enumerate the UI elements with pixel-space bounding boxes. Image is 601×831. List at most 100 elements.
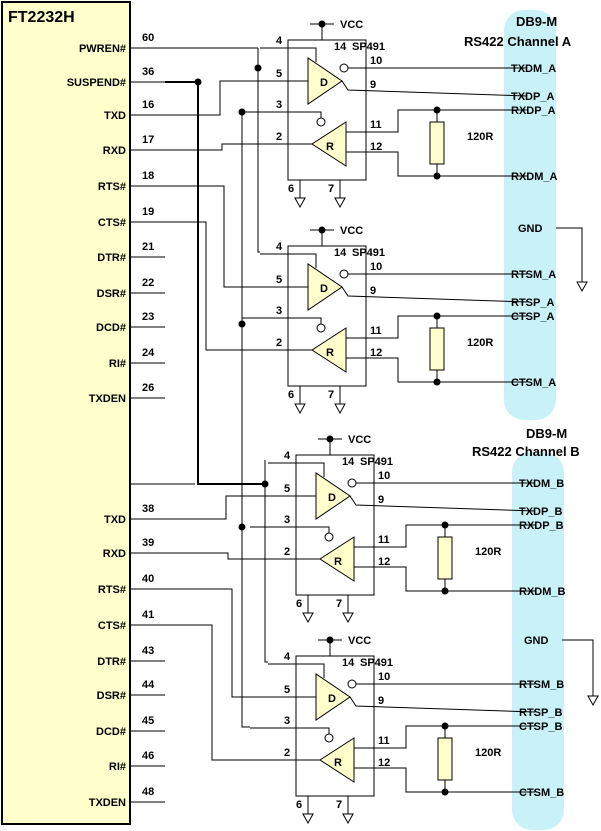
channel-b-gnd-wire [562, 639, 594, 696]
resistor-junction-dot [441, 587, 449, 595]
junction-dot [254, 64, 262, 72]
pin-number-di: 5 [276, 274, 282, 286]
y-output-wire [349, 495, 536, 512]
chip-pin-number: 22 [142, 277, 154, 289]
rts-a-wire [165, 185, 228, 288]
chip-pin-number: 24 [142, 347, 155, 359]
chip-pin-name: DCD# [96, 726, 126, 738]
connector-signal-label: CTSM_B [519, 787, 564, 799]
resistor-value: 120R [467, 337, 493, 349]
vcc-label: VCC [348, 434, 371, 446]
chip-pin-number: 43 [142, 645, 154, 657]
sp491-body [287, 39, 367, 181]
chip-pin-number: 44 [142, 679, 155, 691]
pin-number-gnd: 6 [296, 799, 302, 811]
rx-enable-bus-b [241, 324, 250, 728]
pin-number-vcc: 14 [334, 247, 347, 259]
resistor-junction-dot [441, 788, 449, 796]
termination-resistor [429, 327, 445, 371]
pin-number-b: 12 [370, 141, 382, 153]
gnd-symbol [334, 197, 346, 209]
chip-pin-name: DTR# [97, 656, 126, 668]
chip-pin-number: 38 [142, 503, 154, 515]
pin-number-gnd: 7 [328, 389, 334, 401]
vcc-label: VCC [340, 19, 363, 31]
connector-signal-label: RXDP_B [519, 520, 564, 532]
b-input-wire [354, 566, 535, 592]
driver-invert-bubble [347, 478, 357, 488]
resistor-value: 120R [475, 747, 501, 759]
ft2232h-chip [1, 1, 131, 825]
connector-signal-label: RXDM_B [519, 586, 566, 598]
connector-signal-label: RXDM_A [511, 171, 558, 183]
a-input-wire [346, 109, 527, 133]
pin-number-en-r: 3 [276, 305, 282, 317]
receiver-triangle [319, 737, 355, 783]
pin-number-z: 10 [378, 470, 390, 482]
chip-pin-number: 45 [142, 715, 154, 727]
driver-label: D [320, 283, 328, 295]
chip-pin-name: RTS# [98, 181, 126, 193]
driver-enable-wire [268, 663, 325, 678]
vcc-label: VCC [348, 635, 371, 647]
driver-label: D [320, 77, 328, 89]
chip-pin-number: 46 [142, 750, 154, 762]
receiver-enable-wire [242, 317, 322, 324]
chip-pin-name: CTS# [98, 620, 126, 632]
pin-number-en-d: 4 [284, 450, 291, 462]
gnd-symbol [342, 813, 354, 825]
gnd-symbol [302, 612, 314, 624]
b-input-wire [346, 357, 527, 383]
pin-number-gnd: 7 [336, 799, 342, 811]
cts-a-wire [165, 221, 228, 351]
pin-number-ro: 2 [284, 747, 290, 759]
receiver-enable-wire [242, 111, 322, 118]
cts-b-wire [165, 624, 236, 761]
part-label: SP491 [352, 41, 385, 53]
chip-pin-name: CTS# [98, 217, 126, 229]
pin-number-b: 12 [370, 347, 382, 359]
pin-number-b: 12 [378, 556, 390, 568]
pin-number-vcc: 14 [334, 41, 347, 53]
chip-pin-name: TXD [104, 110, 126, 122]
pin-number-a: 11 [378, 735, 390, 747]
resistor-junction-dot [433, 106, 441, 114]
chip-pin-name: DTR# [97, 252, 126, 264]
junction-dot [194, 78, 202, 86]
pin-number-en-r: 3 [284, 715, 290, 727]
receiver-enable-wire [250, 727, 330, 734]
pin-number-ro: 2 [276, 337, 282, 349]
chip-pin-number: 17 [142, 134, 154, 146]
chip-pin-name: DCD# [96, 322, 126, 334]
txd-b-wire [165, 495, 236, 520]
vcc-label: VCC [340, 225, 363, 237]
pin-number-z: 10 [370, 55, 382, 67]
chip-pin-name: TXDEN [89, 393, 126, 405]
resistor-junction-dot [433, 172, 441, 180]
connector-signal-label: CTSM_A [511, 377, 556, 389]
receiver-label: R [326, 141, 334, 153]
gnd-symbol [302, 813, 314, 825]
connector-signal-label: RTSM_A [511, 269, 556, 281]
driver-invert-bubble [347, 679, 357, 689]
chip-pin-number: 36 [142, 66, 154, 78]
chip-pin-number: 40 [142, 573, 154, 585]
gnd-symbol [342, 612, 354, 624]
pin-number-gnd: 6 [288, 183, 294, 195]
pin-number-gnd: 7 [328, 183, 334, 195]
channel-a-connector: DB9-M [516, 14, 557, 29]
txd-a-wire [165, 80, 228, 116]
termination-resistor [429, 121, 445, 165]
chip-pin-number: 19 [142, 206, 154, 218]
pin-number-a: 11 [370, 119, 382, 131]
enable-bus-b [264, 460, 268, 663]
pin-number-vcc: 14 [342, 456, 355, 468]
pin-number-en-r: 3 [276, 99, 282, 111]
chip-pin-number: 26 [142, 382, 154, 394]
chip-pin-name: RXD [103, 145, 126, 157]
receiver-invert-bubble [324, 733, 334, 743]
receiver-label: R [334, 556, 342, 568]
pin-number-y: 9 [378, 695, 384, 707]
connector-signal-label: RTSP_B [519, 707, 562, 719]
